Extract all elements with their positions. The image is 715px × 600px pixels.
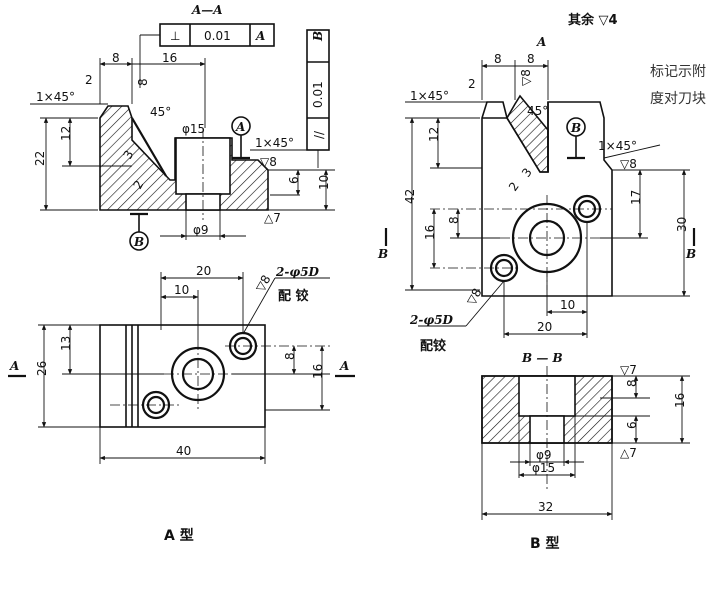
pin-hole-note: 配 铰 xyxy=(278,288,309,304)
plan-dim-13: 13 xyxy=(59,336,73,351)
angle-45: 45° xyxy=(150,105,171,119)
b-dim-30: 30 xyxy=(675,217,689,232)
b-chamfer-1x45-a: 1×45° xyxy=(410,89,449,103)
figure-b-section: B — B ▽7 8 6 16 △7 φ9 φ15 32 B 型 xyxy=(481,351,690,552)
dim-16: 16 xyxy=(162,51,177,65)
plan-dim-20: 20 xyxy=(196,264,211,278)
b-chamfer-1x45-b: 1×45° xyxy=(598,139,637,153)
figure-b-view: 其余 ▽4 A 标记示附 度对刀块 8 8 2 1×45° 45° ▽8 xyxy=(377,12,706,354)
b-roughness-8-top: ▽8 xyxy=(519,69,533,86)
perpendicularity-symbol: ⊥ xyxy=(170,29,180,43)
datum-a-label: A xyxy=(235,120,245,134)
b-dim-2: 2 xyxy=(468,77,476,91)
b-pin-note: 配铰 xyxy=(420,338,446,354)
roughness-7: △7 xyxy=(264,211,281,225)
view-title-b: A xyxy=(536,35,546,49)
b-angle-45: 45° xyxy=(527,104,548,118)
plan-roughness-8: ▽8 xyxy=(253,273,274,295)
b-dim-8-a: 8 xyxy=(494,52,502,66)
b-pin-spec: 2-φ5D xyxy=(409,313,454,327)
tolerance-datum: A xyxy=(255,29,265,43)
b-dim-17: 17 xyxy=(629,190,643,205)
section-title-a: A—A xyxy=(191,3,223,17)
b-section-title: B — B xyxy=(521,351,563,365)
roughness-note: 其余 ▽4 xyxy=(568,12,618,28)
b-section-roughness-7: ▽7 xyxy=(620,363,637,377)
side-note-2: 度对刀块 xyxy=(650,91,706,107)
side-note-1: 标记示附 xyxy=(650,64,706,80)
b-dim-20: 20 xyxy=(537,320,552,334)
dim-2: 2 xyxy=(85,73,93,87)
plan-dim-40: 40 xyxy=(176,444,191,458)
b-dim-12: 12 xyxy=(427,127,441,142)
b-dim-42: 42 xyxy=(403,189,417,204)
b-dim-8: 8 xyxy=(447,216,461,224)
b-dim-10: 10 xyxy=(560,298,575,312)
dim-22: 22 xyxy=(33,151,47,166)
b-dim-8-b: 8 xyxy=(527,52,535,66)
b-section-phi15: φ15 xyxy=(532,461,555,475)
figure-a-plan: 20 10 2-φ5D 配 铰 ▽8 26 13 8 16 40 A A A 型 xyxy=(8,264,355,544)
pin-hole-spec: 2-φ5D xyxy=(275,265,320,279)
plan-outline-a xyxy=(99,324,266,428)
dim-phi9: φ9 xyxy=(193,223,209,237)
chamfer-1x45-b: 1×45° xyxy=(255,136,294,150)
caption-a: A 型 xyxy=(164,527,194,544)
frame-datum-b: B xyxy=(311,31,325,42)
frame-value: 0.01 xyxy=(311,81,325,108)
dim-8-vertical: 8 xyxy=(136,78,150,86)
b-section-dim-32: 32 xyxy=(538,500,553,514)
b-section-dim-16: 16 xyxy=(673,393,687,408)
plan-dim-10: 10 xyxy=(174,283,189,297)
caption-b: B 型 xyxy=(530,535,560,552)
b-section-dim-6: 6 xyxy=(625,421,639,429)
b-section-dim-8: 8 xyxy=(625,379,639,387)
tolerance-value: 0.01 xyxy=(204,29,231,43)
plan-dim-26: 26 xyxy=(35,361,49,376)
dim-6: 6 xyxy=(287,176,301,184)
chamfer-1x45-a: 1×45° xyxy=(36,90,75,104)
cut-marker-left-a: A xyxy=(9,359,19,373)
b-cut-left: B xyxy=(377,247,388,261)
b-cut-right: B xyxy=(685,247,696,261)
roughness-8: ▽8 xyxy=(260,155,277,169)
b-datum-label: B xyxy=(570,121,581,135)
dim-8-top: 8 xyxy=(112,51,120,65)
figure-a-section: A—A ⊥ 0.01 A B 0.01 // 8 16 2 xyxy=(30,3,335,251)
b-section-phi9: φ9 xyxy=(536,448,552,462)
cut-marker-right-a: A xyxy=(339,359,349,373)
plan-dim-16: 16 xyxy=(311,364,325,379)
plan-dim-8: 8 xyxy=(283,352,297,360)
datum-b-bubble xyxy=(129,231,149,251)
dim-10: 10 xyxy=(317,175,331,190)
dim-phi15: φ15 xyxy=(182,122,205,136)
b-section-roughness-7b: △7 xyxy=(620,446,637,460)
b-dim-16: 16 xyxy=(423,225,437,240)
parallelism-symbol: // xyxy=(312,130,326,139)
dim-12: 12 xyxy=(59,126,73,141)
b-dim-2-b: 2 xyxy=(506,179,522,193)
b-roughness-8-right: ▽8 xyxy=(620,157,637,171)
b-dim-3: 3 xyxy=(519,165,535,179)
datum-b-label: B xyxy=(133,235,144,249)
